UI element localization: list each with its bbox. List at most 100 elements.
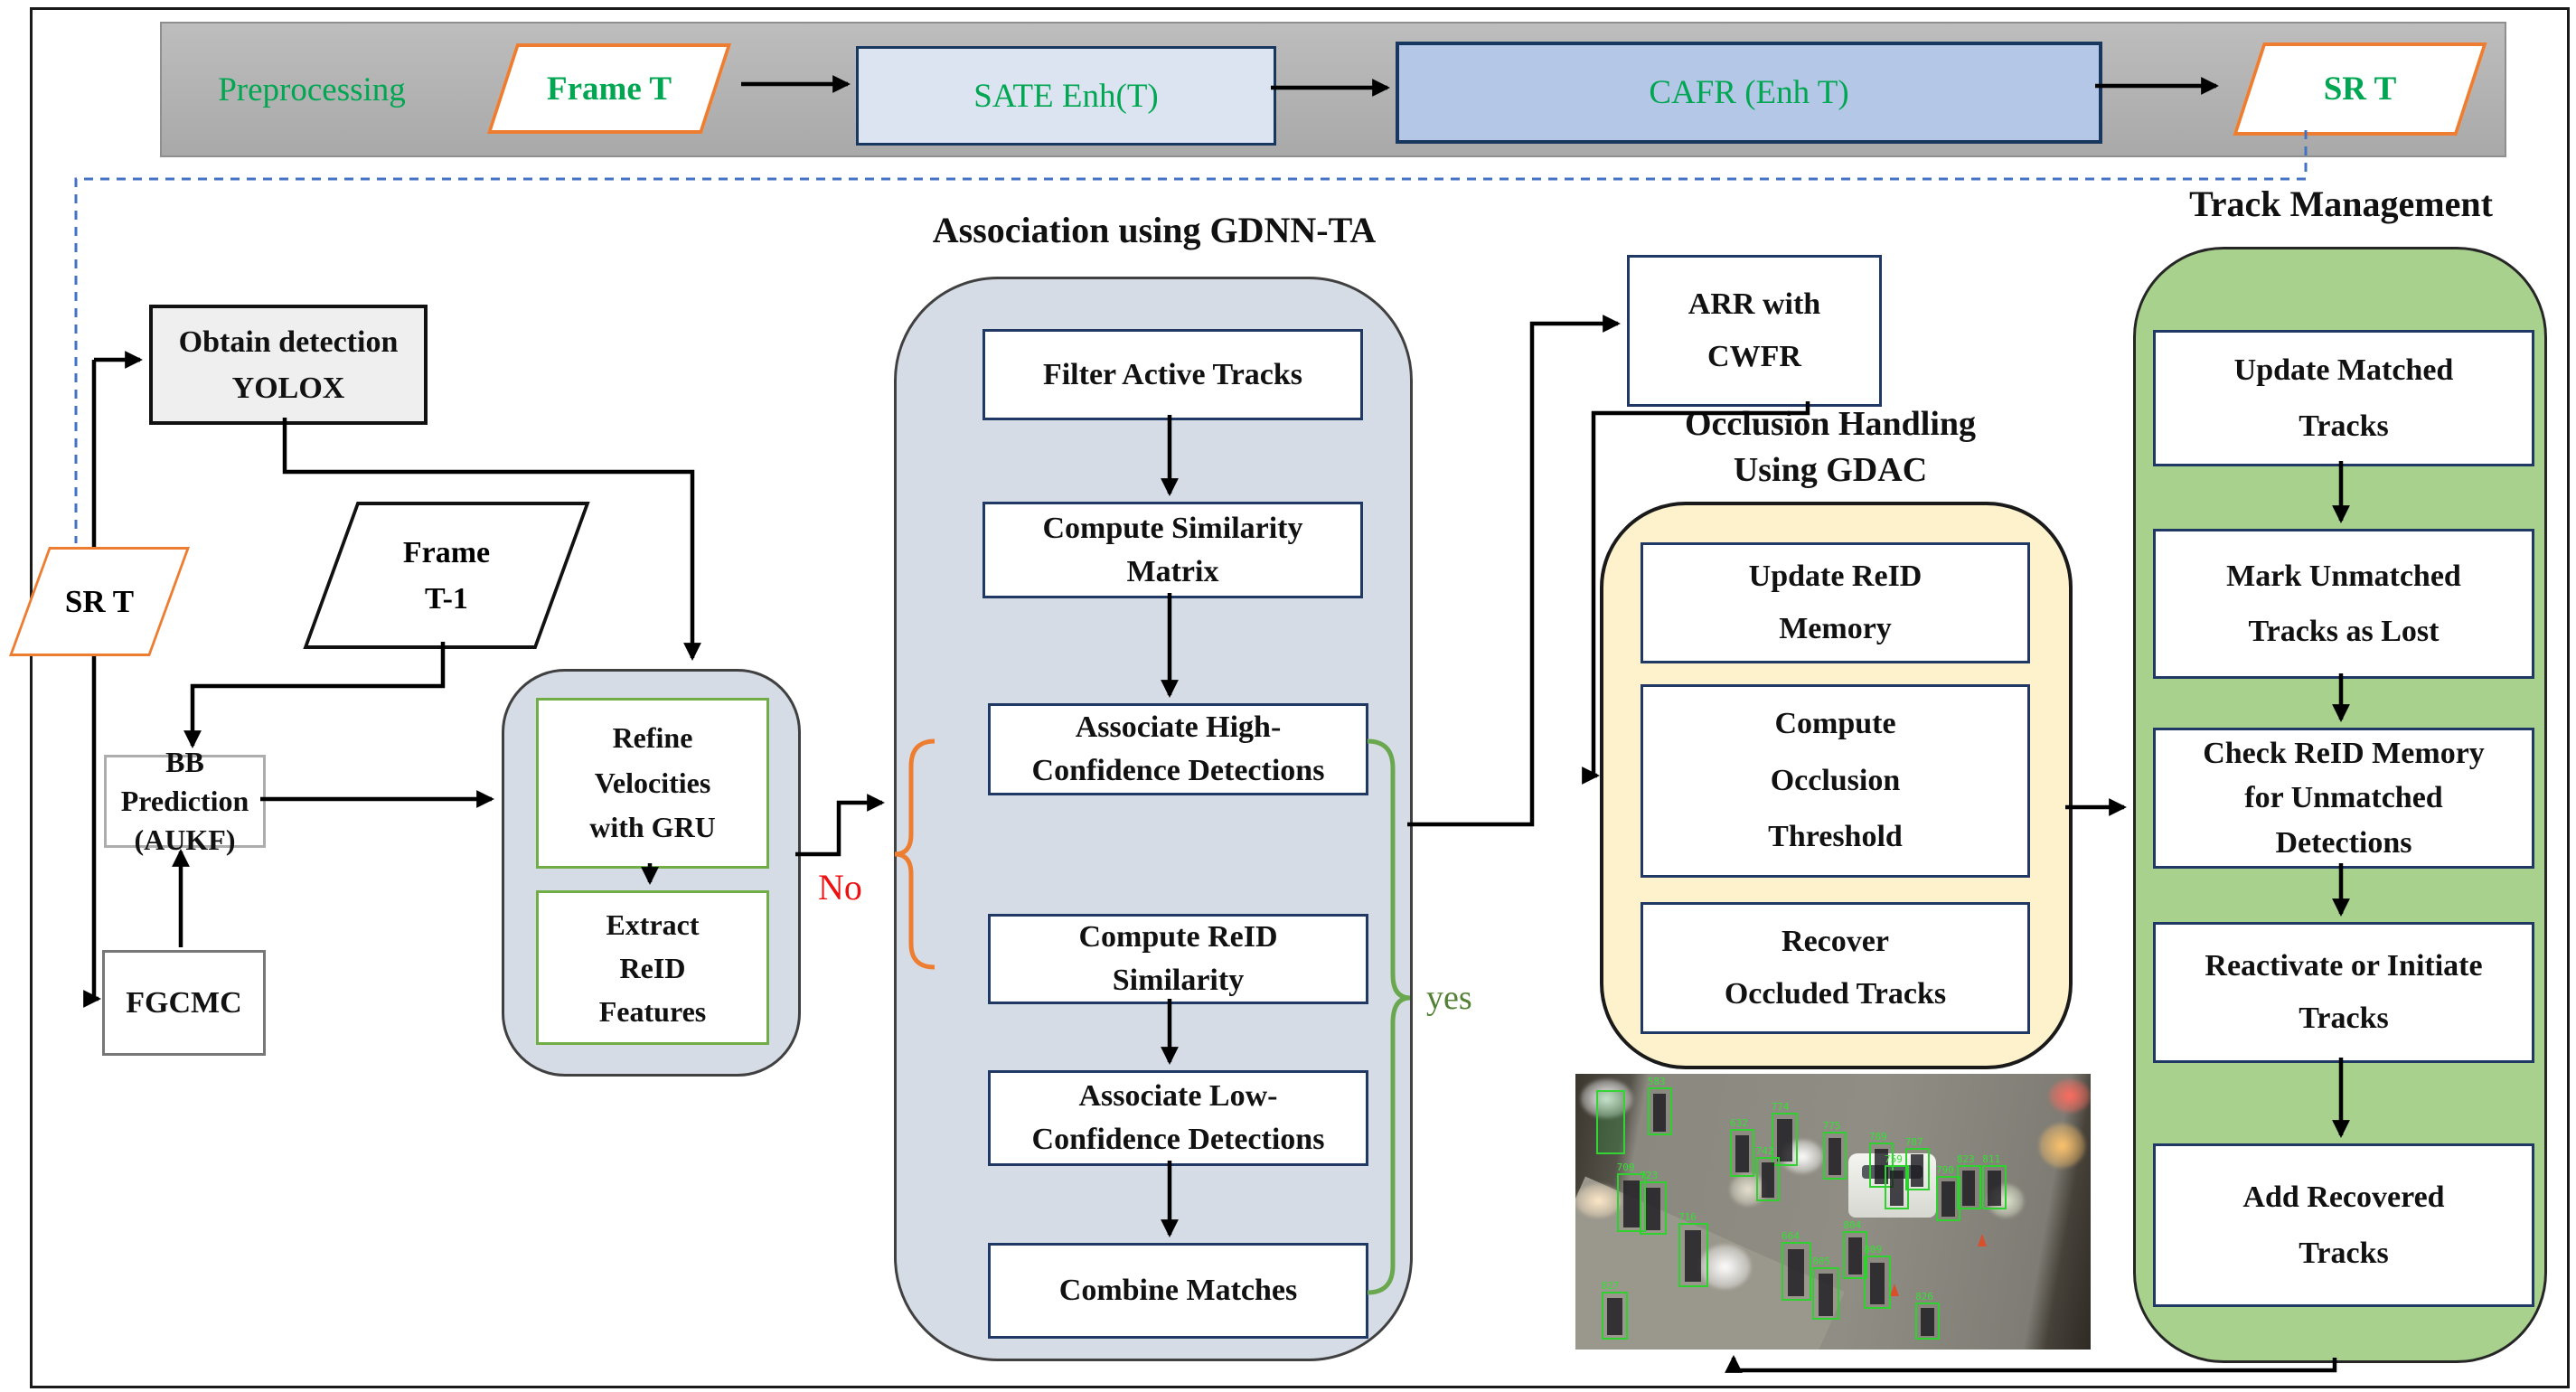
detection-bbox: 787 bbox=[1904, 1137, 1930, 1191]
pedestrian bbox=[1874, 1148, 1888, 1184]
detection-id-label: 790 bbox=[1936, 1163, 1954, 1176]
frame-t1-parallelogram: Frame T-1 bbox=[303, 502, 590, 649]
detection-bbox: 790 bbox=[1936, 1165, 1960, 1221]
association-title: Association using GDNN-TA bbox=[932, 209, 1377, 250]
pedestrian bbox=[1988, 1171, 2001, 1207]
detection-id-label: 787 bbox=[1904, 1136, 1923, 1149]
detection-id-label: 826 bbox=[1915, 1291, 1934, 1303]
detection-bbox: 823 bbox=[1956, 1154, 1981, 1210]
detection-id-label: 805 bbox=[1812, 1255, 1831, 1267]
detection-bbox: 804 bbox=[1843, 1220, 1868, 1279]
track-management-title: Track Management bbox=[2189, 183, 2493, 224]
photo-traffic-cone bbox=[1889, 1283, 1899, 1296]
detection-bbox: 826 bbox=[1915, 1292, 1940, 1340]
detection-id-label: 664 bbox=[1782, 1230, 1800, 1243]
detection-id-label: 742 bbox=[1755, 1144, 1774, 1157]
yolox-box: Obtain detection YOLOX bbox=[149, 305, 428, 425]
associate-high-conf-box: Associate High- Confidence Detections bbox=[988, 703, 1368, 795]
pedestrian bbox=[1890, 1171, 1904, 1207]
recover-occluded-tracks-box: Recover Occluded Tracks bbox=[1641, 902, 2030, 1034]
photo-light bbox=[1580, 1079, 1632, 1118]
pedestrian bbox=[1961, 1171, 1976, 1207]
filter-active-tracks-box: Filter Active Tracks bbox=[982, 329, 1363, 420]
add-recovered-tracks-box: Add Recovered Tracks bbox=[2153, 1143, 2534, 1307]
sr-t-top-label: SR T bbox=[2323, 71, 2397, 108]
pedestrian bbox=[1869, 1262, 1885, 1305]
sr-t-top-parallelogram: SR T bbox=[2233, 42, 2487, 136]
combine-matches-box: Combine Matches bbox=[988, 1243, 1368, 1339]
frame-t-parallelogram: Frame T bbox=[486, 43, 732, 134]
detection-bbox: 827 bbox=[1601, 1281, 1629, 1340]
bb-prediction-box: BB Prediction (AUKF) bbox=[104, 746, 266, 856]
sate-label: SATE Enh(T) bbox=[973, 77, 1159, 115]
detection-id-label: 804 bbox=[1843, 1218, 1862, 1231]
pedestrian bbox=[1761, 1162, 1775, 1198]
photo-light bbox=[1575, 1184, 1622, 1218]
photo-traffic-cone bbox=[1977, 1233, 1987, 1246]
detection-id-label: 759 bbox=[1885, 1152, 1903, 1165]
check-reid-memory-box: Check ReID Memory for Unmatched Detectio… bbox=[2153, 728, 2534, 869]
pedestrian bbox=[1788, 1249, 1805, 1296]
refine-velocities-box: Refine Velocities with GRU bbox=[536, 698, 769, 869]
update-reid-memory-box: Update ReID Memory bbox=[1641, 542, 2030, 663]
detection-bbox: 716 bbox=[1678, 1212, 1708, 1287]
cafr-box: CAFR (Enh T) bbox=[1396, 42, 2102, 144]
frame-t1-label: Frame T-1 bbox=[402, 535, 491, 616]
detection-bbox: 700 bbox=[1616, 1162, 1647, 1232]
detection-bbox: 759 bbox=[1885, 1154, 1909, 1210]
no-branch-label: No bbox=[818, 867, 862, 908]
detection-bbox: 774 bbox=[1771, 1102, 1799, 1166]
pedestrian bbox=[1848, 1237, 1863, 1275]
reactivate-initiate-tracks-box: Reactivate or Initiate Tracks bbox=[2153, 922, 2534, 1063]
detection-id-label: 723 bbox=[1640, 1169, 1659, 1181]
detection-bbox: 805 bbox=[1812, 1256, 1839, 1321]
detection-id-label: 811 bbox=[1982, 1152, 2001, 1165]
update-matched-tracks-box: Update Matched Tracks bbox=[2153, 330, 2534, 466]
figure-border bbox=[30, 7, 2570, 1388]
arr-cwfr-box: ARR with CWFR bbox=[1627, 255, 1882, 407]
photo-light bbox=[2049, 1079, 2091, 1113]
association-container bbox=[894, 277, 1413, 1361]
compute-reid-box: Compute ReID Similarity bbox=[988, 914, 1368, 1004]
detection-id-label: 632 bbox=[1730, 1117, 1748, 1129]
detection-id-label: 789 bbox=[1868, 1131, 1887, 1143]
extract-reid-box: Extract ReID Features bbox=[536, 890, 769, 1045]
detection-id-label: 775 bbox=[1822, 1120, 1841, 1133]
detection-id-label: 809 bbox=[1864, 1244, 1883, 1256]
detection-bbox: 583 bbox=[1647, 1077, 1672, 1136]
preprocessing-label: Preprocessing bbox=[218, 71, 406, 108]
detection-bbox: 809 bbox=[1864, 1245, 1891, 1310]
photo-light bbox=[2039, 1123, 2086, 1168]
detection-id-label: 823 bbox=[1956, 1152, 1975, 1165]
detection-bbox: 789 bbox=[1868, 1132, 1894, 1188]
pedestrian bbox=[1910, 1153, 1924, 1187]
detection-bbox: 811 bbox=[1982, 1154, 2007, 1210]
detection-id-label: 700 bbox=[1616, 1161, 1635, 1173]
frame-t-label: Frame T bbox=[546, 70, 672, 108]
yes-branch-label: yes bbox=[1426, 979, 1472, 1017]
compute-occlusion-threshold-box: Compute Occlusion Threshold bbox=[1641, 684, 2030, 878]
compute-similarity-box: Compute Similarity Matrix bbox=[982, 502, 1363, 598]
detection-id-label: 583 bbox=[1647, 1076, 1666, 1088]
pedestrian bbox=[1685, 1230, 1702, 1283]
detection-id-label: 774 bbox=[1771, 1100, 1790, 1113]
sr-t-left-label: SR T bbox=[64, 583, 135, 619]
pedestrian bbox=[1818, 1273, 1834, 1316]
cafr-label: CAFR (Enh T) bbox=[1649, 74, 1849, 111]
detection-bbox: 742 bbox=[1755, 1146, 1781, 1202]
sr-t-left-parallelogram: SR T bbox=[8, 547, 191, 656]
pedestrian bbox=[1607, 1297, 1622, 1336]
detection-bbox: 723 bbox=[1640, 1171, 1667, 1235]
detection-bbox: 632 bbox=[1730, 1118, 1754, 1177]
detection-bbox: 775 bbox=[1822, 1121, 1847, 1180]
occlusion-title: Occlusion Handling Using GDAC bbox=[1684, 404, 1977, 489]
pedestrian bbox=[1921, 1307, 1934, 1336]
pedestrian bbox=[1652, 1094, 1667, 1132]
sate-box: SATE Enh(T) bbox=[856, 46, 1276, 146]
pedestrian bbox=[1828, 1137, 1842, 1176]
pedestrian bbox=[1735, 1134, 1749, 1173]
associate-low-conf-box: Associate Low- Confidence Detections bbox=[988, 1070, 1368, 1166]
detection-id-label: 827 bbox=[1601, 1279, 1620, 1292]
detection-bbox: 664 bbox=[1782, 1231, 1811, 1302]
